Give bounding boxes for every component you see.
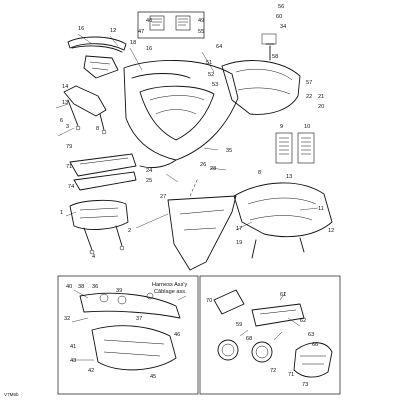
callout: 19	[236, 240, 242, 246]
right-cowling	[233, 182, 333, 259]
callout: 25	[146, 178, 152, 184]
figure-code: V7M6b	[4, 392, 19, 397]
callout: 10	[304, 124, 310, 130]
callout-labels: 48 49 47 55 56 16 12 18 16 64 60 34 58 1…	[4, 4, 334, 397]
callout: 42	[88, 368, 94, 374]
belly-pan	[167, 177, 237, 271]
callout: 64	[216, 44, 222, 50]
callout: 16	[78, 26, 84, 32]
callout: 48	[146, 18, 152, 24]
callout: 32	[64, 316, 70, 322]
callout: 61	[280, 292, 286, 298]
callout: 17	[236, 226, 242, 232]
warning-decals-right	[275, 132, 315, 164]
callout: 11	[318, 206, 324, 212]
callout: 53	[212, 82, 218, 88]
callout: 49	[198, 18, 204, 24]
callout: 6	[60, 118, 63, 124]
front-bumper-upper	[69, 153, 137, 191]
front-bumper-lower	[69, 199, 129, 255]
callout: 8	[258, 170, 261, 176]
callout: 71	[288, 372, 294, 378]
inset-box-lower-left	[57, 275, 199, 395]
hood-nose-panel	[123, 59, 239, 169]
callout: 21	[318, 94, 324, 100]
warning-decals-top	[137, 11, 205, 39]
callout: 57	[306, 80, 312, 86]
callout: 35	[226, 148, 232, 154]
callout: 56	[278, 4, 284, 10]
callout: 40	[66, 284, 72, 290]
windshield-deflector	[67, 36, 127, 79]
callout: 41	[70, 344, 76, 350]
callout: 8	[96, 126, 99, 132]
callout: 27	[160, 194, 166, 200]
harness-label-line2: Câblage ass.	[154, 289, 187, 295]
callout: 68	[246, 336, 252, 342]
callout: 12	[110, 28, 116, 34]
callout: 36	[92, 284, 98, 290]
callout: 47	[138, 29, 144, 35]
callout: 59	[236, 322, 242, 328]
callout: 39	[116, 288, 122, 294]
callout: 1	[60, 210, 63, 216]
callout: 52	[208, 72, 214, 78]
callout: 16	[146, 46, 152, 52]
callout: 38	[78, 284, 84, 290]
callout: 58	[272, 54, 278, 60]
callout: 62	[300, 318, 306, 324]
callout: 14	[62, 84, 68, 90]
callout: 13	[286, 174, 292, 180]
callout: 2	[128, 228, 131, 234]
callout: 43	[70, 358, 76, 364]
leader-lines	[55, 33, 319, 231]
callout: 26	[200, 162, 206, 168]
callout: 72	[270, 368, 276, 374]
callout: 18	[130, 40, 136, 46]
callout: 60	[276, 14, 282, 20]
callout: 28	[210, 166, 216, 172]
callout: 63	[308, 332, 314, 338]
inset-box-lower-right	[199, 275, 341, 395]
callout: 66	[312, 342, 318, 348]
callout: 74	[68, 184, 74, 190]
callout: 13	[62, 100, 68, 106]
callout: 4	[92, 254, 95, 260]
callout: 12	[328, 228, 334, 234]
harness-label-line1: Harness Ass'y	[152, 282, 187, 288]
callout: 24	[146, 168, 152, 174]
callout: 55	[198, 29, 204, 35]
callout: 79	[66, 144, 72, 150]
callout: 71	[66, 164, 72, 170]
callout: 22	[306, 94, 312, 100]
callout: 45	[150, 374, 156, 380]
callout: 9	[280, 124, 283, 130]
callout: 34	[280, 24, 286, 30]
callout: 51	[206, 60, 212, 66]
right-side-panel	[221, 33, 301, 115]
callout: 73	[302, 382, 308, 388]
left-bracket-assembly	[63, 85, 107, 135]
callout: 46	[174, 332, 180, 338]
callout: 70	[206, 298, 212, 304]
callout: 37	[136, 316, 142, 322]
callout: 20	[318, 104, 324, 110]
callout: 3	[66, 124, 69, 130]
